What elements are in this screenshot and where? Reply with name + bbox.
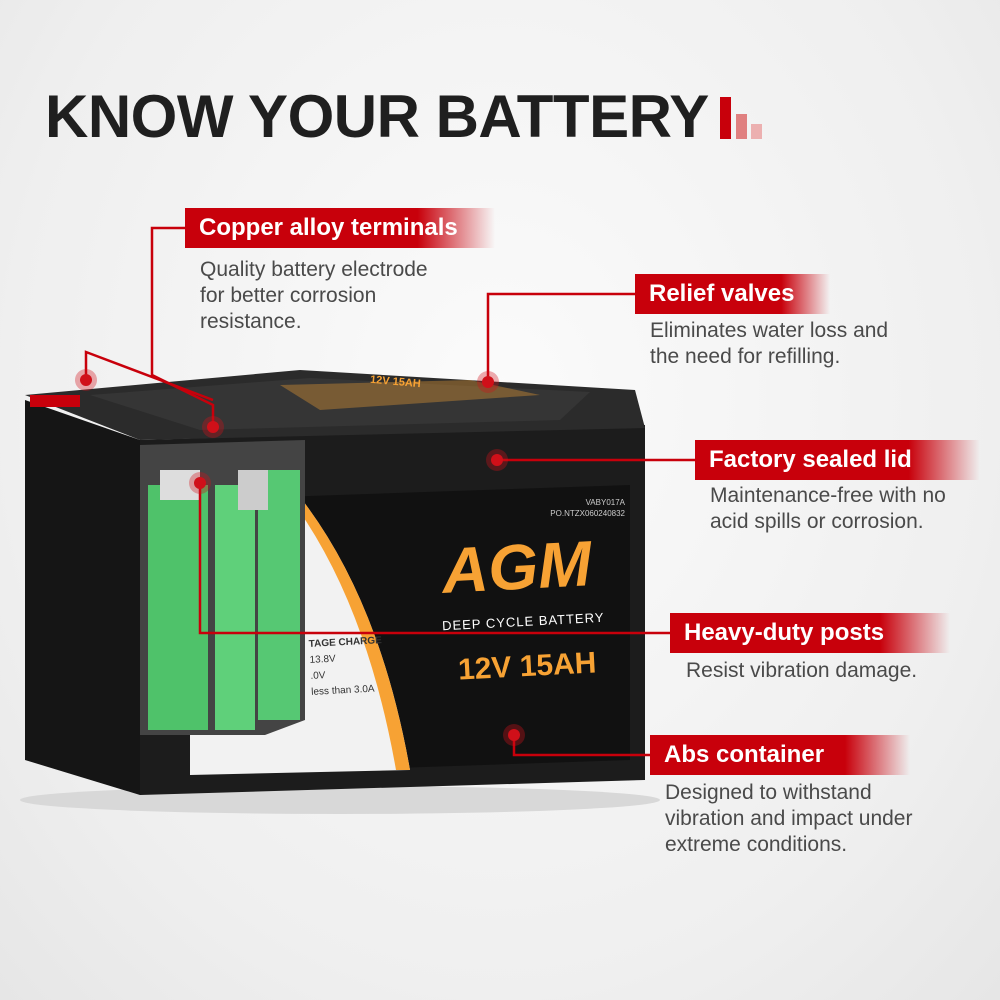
callout-lid-desc: Maintenance-free with no acid spills or … xyxy=(710,483,946,535)
desc-line: Designed to withstand xyxy=(665,781,872,804)
bars-icon xyxy=(720,97,770,139)
desc-line: Maintenance-free with no xyxy=(710,484,946,507)
callout-heavy-posts: Heavy-duty posts xyxy=(670,613,950,653)
callout-copper-terminals: Copper alloy terminals xyxy=(185,208,495,248)
callout-sealed-lid: Factory sealed lid xyxy=(695,440,980,480)
battery-rating: 12V 15AH xyxy=(457,646,598,687)
desc-line: Eliminates water loss and xyxy=(650,319,889,342)
callout-abs-desc: Designed to withstand vibration and impa… xyxy=(665,780,912,858)
callout-relief-valves: Relief valves xyxy=(635,274,830,314)
desc-line: acid spills or corrosion. xyxy=(710,510,924,533)
desc-line: for better corrosion xyxy=(200,284,377,307)
callout-relief-desc: Eliminates water loss and the need for r… xyxy=(650,318,888,370)
callout-posts-desc: Resist vibration damage. xyxy=(686,658,917,684)
desc-line: Quality battery electrode xyxy=(200,258,428,281)
desc-line: vibration and impact under xyxy=(665,807,913,830)
desc-line: the need for refilling. xyxy=(650,345,841,368)
model-number: VABY017A xyxy=(585,498,625,507)
callout-abs-container: Abs container xyxy=(650,735,910,775)
desc-line: extreme conditions. xyxy=(665,833,848,856)
page-title: KNOW YOUR BATTERY xyxy=(45,83,709,150)
callout-copper-desc: Quality battery electrode for better cor… xyxy=(200,257,428,335)
desc-line: Resist vibration damage. xyxy=(686,659,918,682)
battery-brand: AGM xyxy=(440,527,594,607)
po-number: PO.NTZX060240832 xyxy=(550,509,625,518)
desc-line: resistance. xyxy=(200,310,302,333)
